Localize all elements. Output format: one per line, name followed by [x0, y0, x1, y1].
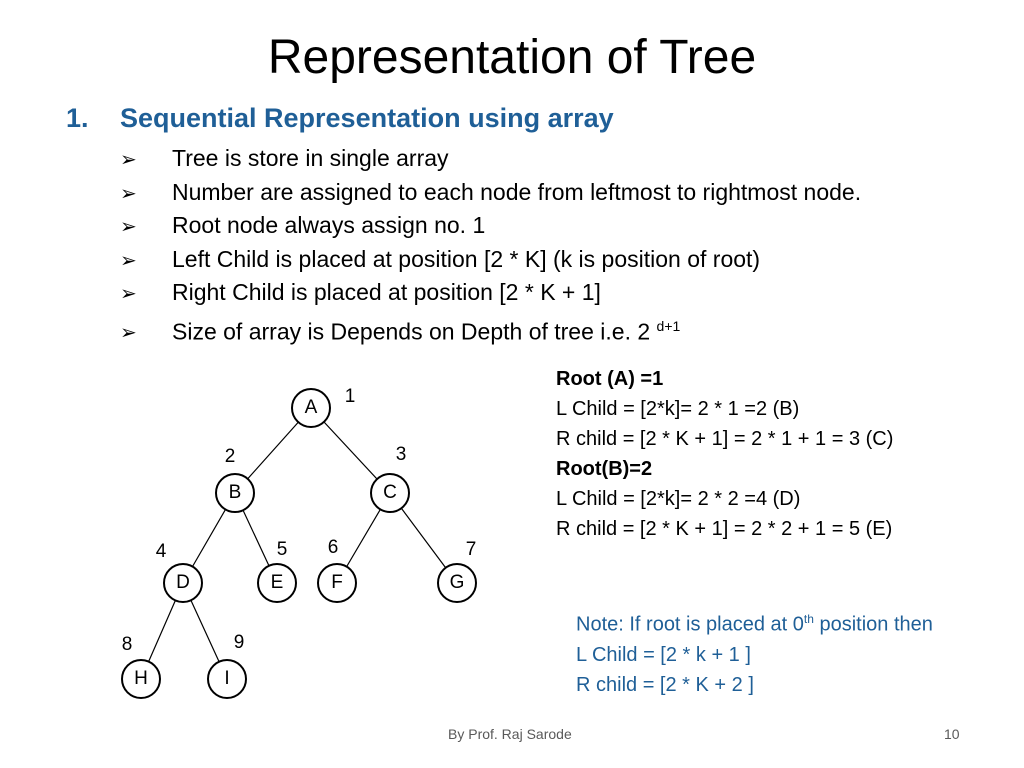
- node-d-number: 4: [155, 541, 167, 562]
- bullet-text: Size of array is Depends on Depth of tre…: [172, 318, 657, 345]
- section-number: 1.: [66, 103, 89, 133]
- node-a-number: 1: [344, 386, 356, 407]
- note-line-3: R child = [2 * K + 2 ]: [576, 673, 754, 696]
- node-i-circle: [207, 659, 247, 699]
- calc-line-left-child-a: L Child = [2*k]= 2 * 1 =2 (B): [556, 398, 800, 420]
- calc-line-root-b: Root(B)=2: [556, 458, 653, 480]
- node-i-label: I: [224, 668, 230, 689]
- node-g-number: 7: [465, 539, 477, 560]
- arrow-check-icon: ➢: [120, 322, 137, 345]
- bullet-item: ➢ Root node always assign no. 1: [120, 209, 861, 243]
- node-b-label: B: [228, 482, 242, 503]
- node-a-label: A: [304, 397, 318, 418]
- node-d-circle: [163, 563, 203, 603]
- node-e-label: E: [270, 572, 284, 593]
- bullet-item: ➢ Size of array is Depends on Depth of tr…: [120, 310, 861, 345]
- node-h-circle: [121, 659, 161, 699]
- node-a-circle: [291, 388, 331, 428]
- section-heading-text: Sequential Representation using array: [120, 103, 614, 133]
- node-c-number: 3: [395, 444, 407, 465]
- section-heading: 1. Sequential Representation using array: [66, 103, 614, 134]
- calculation-block: Root (A) =1 L Child = [2*k]= 2 * 1 =2 (B…: [556, 364, 893, 544]
- node-f-label: F: [331, 572, 343, 593]
- note-line-1-suffix: position then: [813, 613, 933, 636]
- tree-edges-svg: [121, 388, 477, 699]
- arrow-check-icon: ➢: [120, 249, 137, 272]
- node-c-circle: [370, 473, 410, 513]
- bullet-item: ➢ Number are assigned to each node from l…: [120, 176, 861, 210]
- arrow-check-icon: ➢: [120, 283, 137, 305]
- tree-diagram: A B C D E F G H I 1 2 3 4 5 6 7 8 9: [100, 375, 520, 705]
- bullet-superscript: d+1: [656, 317, 681, 334]
- slide-title: Representation of Tree: [267, 31, 757, 84]
- arrow-check-icon: ➢: [120, 149, 137, 171]
- page-number: 10: [944, 726, 960, 742]
- note-line-1: Note: If root is placed at 0th position …: [576, 604, 933, 640]
- arrow-check-icon: ➢: [120, 182, 137, 205]
- node-c-label: C: [383, 482, 397, 503]
- footer-author: By Prof. Raj Sarode: [448, 726, 572, 742]
- node-g-circle: [437, 563, 477, 603]
- note-line-2: L Child = [2 * k + 1 ]: [576, 643, 751, 666]
- bullet-text: Tree is store in single array: [172, 145, 449, 171]
- node-f-circle: [317, 563, 357, 603]
- bullet-text: Number are assigned to each node from le…: [172, 178, 862, 205]
- node-d-label: D: [176, 572, 190, 593]
- bullet-text: Root node always assign no. 1: [172, 212, 486, 238]
- bullet-text: Right Child is placed at position [2 * K…: [172, 279, 601, 305]
- node-h-number: 8: [121, 634, 133, 655]
- note-superscript: th: [803, 612, 814, 626]
- bullet-item: ➢ Left Child is placed at position [2 * K…: [120, 243, 861, 277]
- node-b-number: 2: [224, 446, 236, 467]
- calc-line-left-child-b: L Child = [2*k]= 2 * 2 =4 (D): [556, 488, 801, 510]
- calc-line-root-a: Root (A) =1: [556, 368, 664, 390]
- calc-line-right-child-b: R child = [2 * K + 1] = 2 * 2 + 1 = 5 (E…: [556, 518, 893, 540]
- calc-line-right-child-a: R child = [2 * K + 1] = 2 * 1 + 1 = 3 (C…: [556, 428, 894, 450]
- node-h-label: H: [134, 668, 148, 689]
- bullet-text: Left Child is placed at position [2 * K]…: [172, 245, 761, 272]
- node-f-number: 6: [327, 537, 339, 558]
- node-e-circle: [257, 563, 297, 603]
- node-b-circle: [215, 473, 255, 513]
- note-block: Note: If root is placed at 0th position …: [576, 604, 933, 700]
- node-g-label: G: [449, 572, 465, 593]
- bullet-item: ➢ Tree is store in single array: [120, 142, 861, 176]
- bullet-item: ➢ Right Child is placed at position [2 * …: [120, 276, 861, 310]
- node-i-number: 9: [233, 632, 245, 653]
- node-e-number: 5: [276, 539, 288, 560]
- note-line-1-prefix: Note: If root is placed at 0: [576, 613, 804, 636]
- bullet-list: ➢ Tree is store in single array ➢ Number a…: [120, 142, 861, 345]
- arrow-check-icon: ➢: [120, 216, 137, 238]
